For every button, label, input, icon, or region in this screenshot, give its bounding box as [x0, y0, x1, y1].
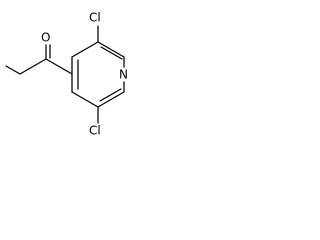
bond-c4-carbonyl — [45, 58, 73, 75]
chemical-structure: Cl N Cl O — [5, 11, 128, 138]
atom-label-cl-top: Cl — [89, 11, 101, 25]
bond-c3-c2-ring — [71, 41, 99, 58]
bond-carbonyl-ethyl — [19, 58, 47, 75]
bond-c3-c2 — [97, 41, 125, 58]
atom-label-cl-bottom: Cl — [89, 124, 101, 138]
bond-c3-c2-inner — [100, 46, 123, 60]
atom-label-carbonyl-oxygen: O — [41, 31, 50, 45]
bond-lines — [5, 25, 125, 124]
bond-c6-c5-inner — [99, 88, 122, 102]
bond-c6-c5 — [97, 91, 125, 108]
atom-labels: Cl N Cl O — [41, 11, 128, 138]
bond-ethyl-methyl — [5, 65, 21, 75]
atom-label-ring-nitrogen: N — [119, 68, 128, 82]
bond-c5-c4 — [71, 91, 99, 108]
